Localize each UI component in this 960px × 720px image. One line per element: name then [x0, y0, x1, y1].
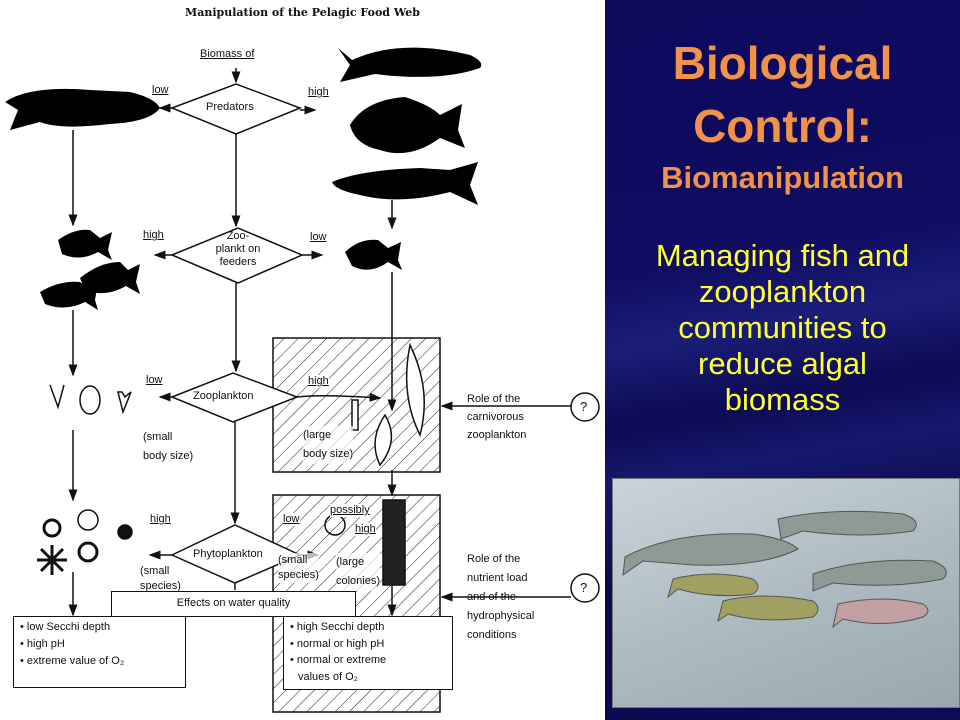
photo-perch-icon: [667, 573, 759, 599]
zooplankton-high-label: high: [308, 375, 329, 389]
effect-item: values of O₂: [298, 670, 358, 683]
zooplankton-feeders-line: plankt on: [215, 243, 261, 255]
effect-item: • normal or extreme: [290, 654, 387, 666]
role-line: conditions: [467, 629, 517, 641]
copepod-icon: [351, 399, 359, 431]
photo-perch-icon: [717, 595, 819, 623]
role-carnivorous-label: Role of the carnivorous zooplankton: [467, 390, 526, 444]
fish-silhouettes: [5, 47, 482, 310]
small-fish-icon: [345, 239, 402, 270]
large-colonies-line: (large: [336, 556, 365, 568]
predators-label: Predators: [206, 101, 254, 113]
zooplankton-feeders-label: Zoo- plankt on feeders: [208, 230, 268, 269]
zander-icon: [332, 162, 478, 205]
effect-item: • high Secchi depth: [290, 621, 385, 633]
fish-photo: [612, 478, 960, 708]
small-body-size-label: (small body size): [143, 428, 193, 466]
small-body-size-line: (small: [143, 431, 173, 443]
photo-fish-icon: [777, 510, 917, 540]
trout-icon: [338, 47, 482, 82]
feeders-low-label: low: [310, 231, 327, 243]
body-line: biomass: [724, 382, 841, 417]
body-line: reduce algal: [698, 346, 867, 381]
effect-item: • extreme value of O₂: [20, 655, 125, 667]
slide-subtitle: Biomanipulation: [661, 160, 904, 195]
effect-item: • normal or high pH: [290, 637, 385, 650]
effects-box: Effects on water quality: [111, 591, 356, 617]
slide-title-line2: Control:: [693, 100, 872, 152]
small-species-line: (small: [278, 554, 308, 566]
question-mark-nutrient: ?: [580, 580, 588, 595]
predators-high-label: high: [308, 86, 329, 98]
rotifer-icon: [79, 385, 101, 415]
left-effects-box: • low Secchi depth • high pH • extreme v…: [13, 616, 186, 688]
photo-fish-icon: [832, 598, 929, 629]
algae-star-icon: [37, 545, 67, 575]
role-line: Role of the: [467, 553, 521, 565]
small-species-left-label: (small species): [140, 564, 181, 594]
role-line: hydrophysical: [467, 610, 535, 622]
leptodora-icon: [405, 342, 425, 438]
small-species-line: species): [278, 569, 319, 581]
zooplankton-low-label: low: [146, 374, 163, 386]
body-line: zooplankton: [698, 274, 867, 309]
small-fish-icon: [58, 229, 112, 260]
photo-fish-icon: [812, 559, 947, 592]
rotifer-icon: [49, 384, 65, 410]
possibly-label: possibly: [330, 504, 370, 518]
right-effects-box: • high Secchi depth • normal or high pH …: [283, 616, 453, 690]
small-species-right-label: (small species): [278, 553, 319, 583]
daphnia-icon: [374, 413, 393, 467]
large-colonies-line: colonies): [336, 575, 381, 587]
large-body-size-label: (large body size): [303, 426, 354, 464]
possibly-high-label: high: [355, 523, 376, 537]
slide-body-text: Managing fish and zooplankton communitie…: [605, 238, 960, 418]
question-mark-carnivorous: ?: [580, 399, 588, 414]
phytoplankton-label: Phytoplankton: [193, 548, 263, 560]
effect-item: • high pH: [20, 638, 65, 650]
biomass-of-label: Biomass of: [200, 48, 255, 60]
perch-icon: [350, 97, 465, 154]
predators-low-label: low: [152, 84, 169, 96]
predators-diamond: [169, 83, 303, 135]
phytoplankton-high-label: high: [150, 513, 171, 525]
role-line: zooplankton: [467, 429, 527, 441]
feeders-high-label: high: [143, 229, 164, 241]
effect-item: • low Secchi depth: [20, 621, 111, 633]
large-body-size-line: body size): [303, 448, 354, 460]
zooplankton-feeders-line: Zoo-: [226, 230, 250, 242]
role-line: nutrient load: [467, 572, 528, 584]
slide-title-line1: Biological: [672, 37, 893, 89]
rotifer-icon: [117, 391, 132, 415]
zooplankton-label: Zooplankton: [193, 390, 254, 402]
question-circle-carnivorous: [570, 392, 600, 422]
role-line: Role of the: [467, 393, 521, 405]
diagram-title: Manipulation of the Pelagic Food Web: [185, 6, 420, 19]
food-web-diagram-panel: Manipulation of the Pelagic Food Web Bio…: [5, 6, 600, 713]
body-line: communities to: [678, 310, 887, 345]
small-species-line: (small: [140, 565, 170, 577]
algae-cell-icon: [77, 541, 99, 563]
zooplankton-feeders-line: feeders: [219, 256, 257, 268]
role-nutrient-label: Role of the nutrient load and of the hyd…: [467, 550, 534, 645]
role-line: and of the: [467, 591, 516, 603]
pike-icon: [5, 88, 160, 130]
large-body-size-line: (large: [303, 429, 332, 441]
algae-colony-icon: [117, 524, 133, 540]
fish-photo-graphic: [622, 510, 947, 629]
large-colonies-label: (large colonies): [336, 553, 381, 591]
small-species-line: species): [140, 580, 181, 592]
body-line: Managing fish and: [655, 238, 910, 273]
small-fish-icon: [40, 281, 98, 310]
algae-cell-icon: [77, 509, 99, 531]
phytoplankton-low-label: low: [283, 513, 300, 527]
algae-ring-icon: [42, 518, 62, 538]
small-body-size-line: body size): [143, 450, 194, 462]
photo-fish-icon: [622, 533, 799, 577]
question-circle-nutrient: [570, 573, 600, 603]
cyanobacteria-colony-icon: [382, 499, 406, 586]
role-line: carnivorous: [467, 411, 524, 423]
